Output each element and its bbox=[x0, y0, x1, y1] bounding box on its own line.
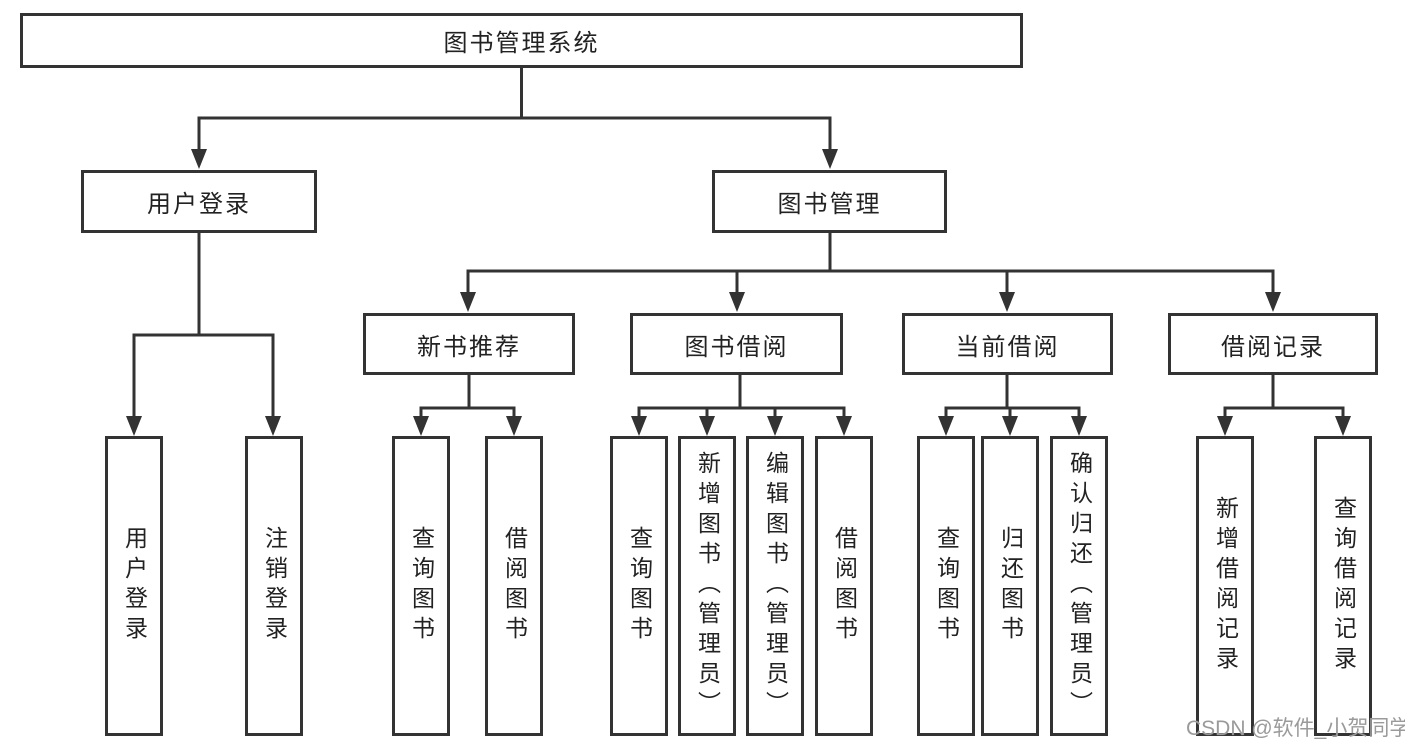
node-label: 借阅记录 bbox=[1221, 333, 1325, 361]
node-label: 注销登录 bbox=[261, 526, 288, 646]
node-label: 新增借阅记录 bbox=[1212, 496, 1239, 676]
node-label: 新增图书（管理员） bbox=[694, 451, 721, 721]
node-current-borrowing: 当前借阅 bbox=[902, 313, 1113, 375]
node-label: 借阅图书 bbox=[501, 526, 528, 646]
node-borrowing-records: 借阅记录 bbox=[1168, 313, 1378, 375]
node-label: 图书借阅 bbox=[684, 333, 789, 361]
node-label: 用户登录 bbox=[121, 526, 148, 646]
node-label: 用户登录 bbox=[147, 191, 251, 218]
node-add-borrow-record: 新增借阅记录 bbox=[1196, 436, 1254, 736]
node-label: 图书管理系统 bbox=[443, 30, 600, 57]
node-query-book: 查询图书 bbox=[917, 436, 975, 736]
node-book-borrowing: 图书借阅 bbox=[630, 313, 843, 375]
node-label: 查询图书 bbox=[933, 526, 960, 646]
node-label: 查询借阅记录 bbox=[1330, 496, 1357, 676]
node-label: 归还图书 bbox=[997, 526, 1024, 646]
node-query-book: 查询图书 bbox=[392, 436, 450, 736]
node-library-system: 图书管理系统 bbox=[20, 13, 1023, 68]
node-book-management: 图书管理 bbox=[712, 170, 947, 233]
node-label: 查询图书 bbox=[626, 526, 653, 646]
watermark: CSDN @软件_小贺同学 bbox=[1186, 717, 1405, 740]
node-query-book: 查询图书 bbox=[610, 436, 668, 736]
node-return-book: 归还图书 bbox=[981, 436, 1039, 736]
node-label: 编辑图书（管理员） bbox=[762, 451, 789, 721]
node-user-login: 用户登录 bbox=[81, 170, 317, 233]
node-confirm-return-admin: 确认归还（管理员） bbox=[1050, 436, 1108, 736]
node-borrow-book: 借阅图书 bbox=[815, 436, 873, 736]
node-label: 新书推荐 bbox=[417, 333, 521, 361]
node-query-borrow-record: 查询借阅记录 bbox=[1314, 436, 1372, 736]
node-logout-leaf: 注销登录 bbox=[245, 436, 303, 736]
node-label: 借阅图书 bbox=[831, 526, 858, 646]
node-borrow-book: 借阅图书 bbox=[485, 436, 543, 736]
node-add-book-admin: 新增图书（管理员） bbox=[678, 436, 736, 736]
node-label: 当前借阅 bbox=[955, 333, 1060, 361]
node-new-book-recommendation: 新书推荐 bbox=[363, 313, 575, 375]
node-label: 图书管理 bbox=[777, 191, 882, 218]
node-edit-book-admin: 编辑图书（管理员） bbox=[746, 436, 804, 736]
node-label: 查询图书 bbox=[408, 526, 435, 646]
node-user-login-leaf: 用户登录 bbox=[105, 436, 163, 736]
node-label: 确认归还（管理员） bbox=[1066, 451, 1093, 721]
